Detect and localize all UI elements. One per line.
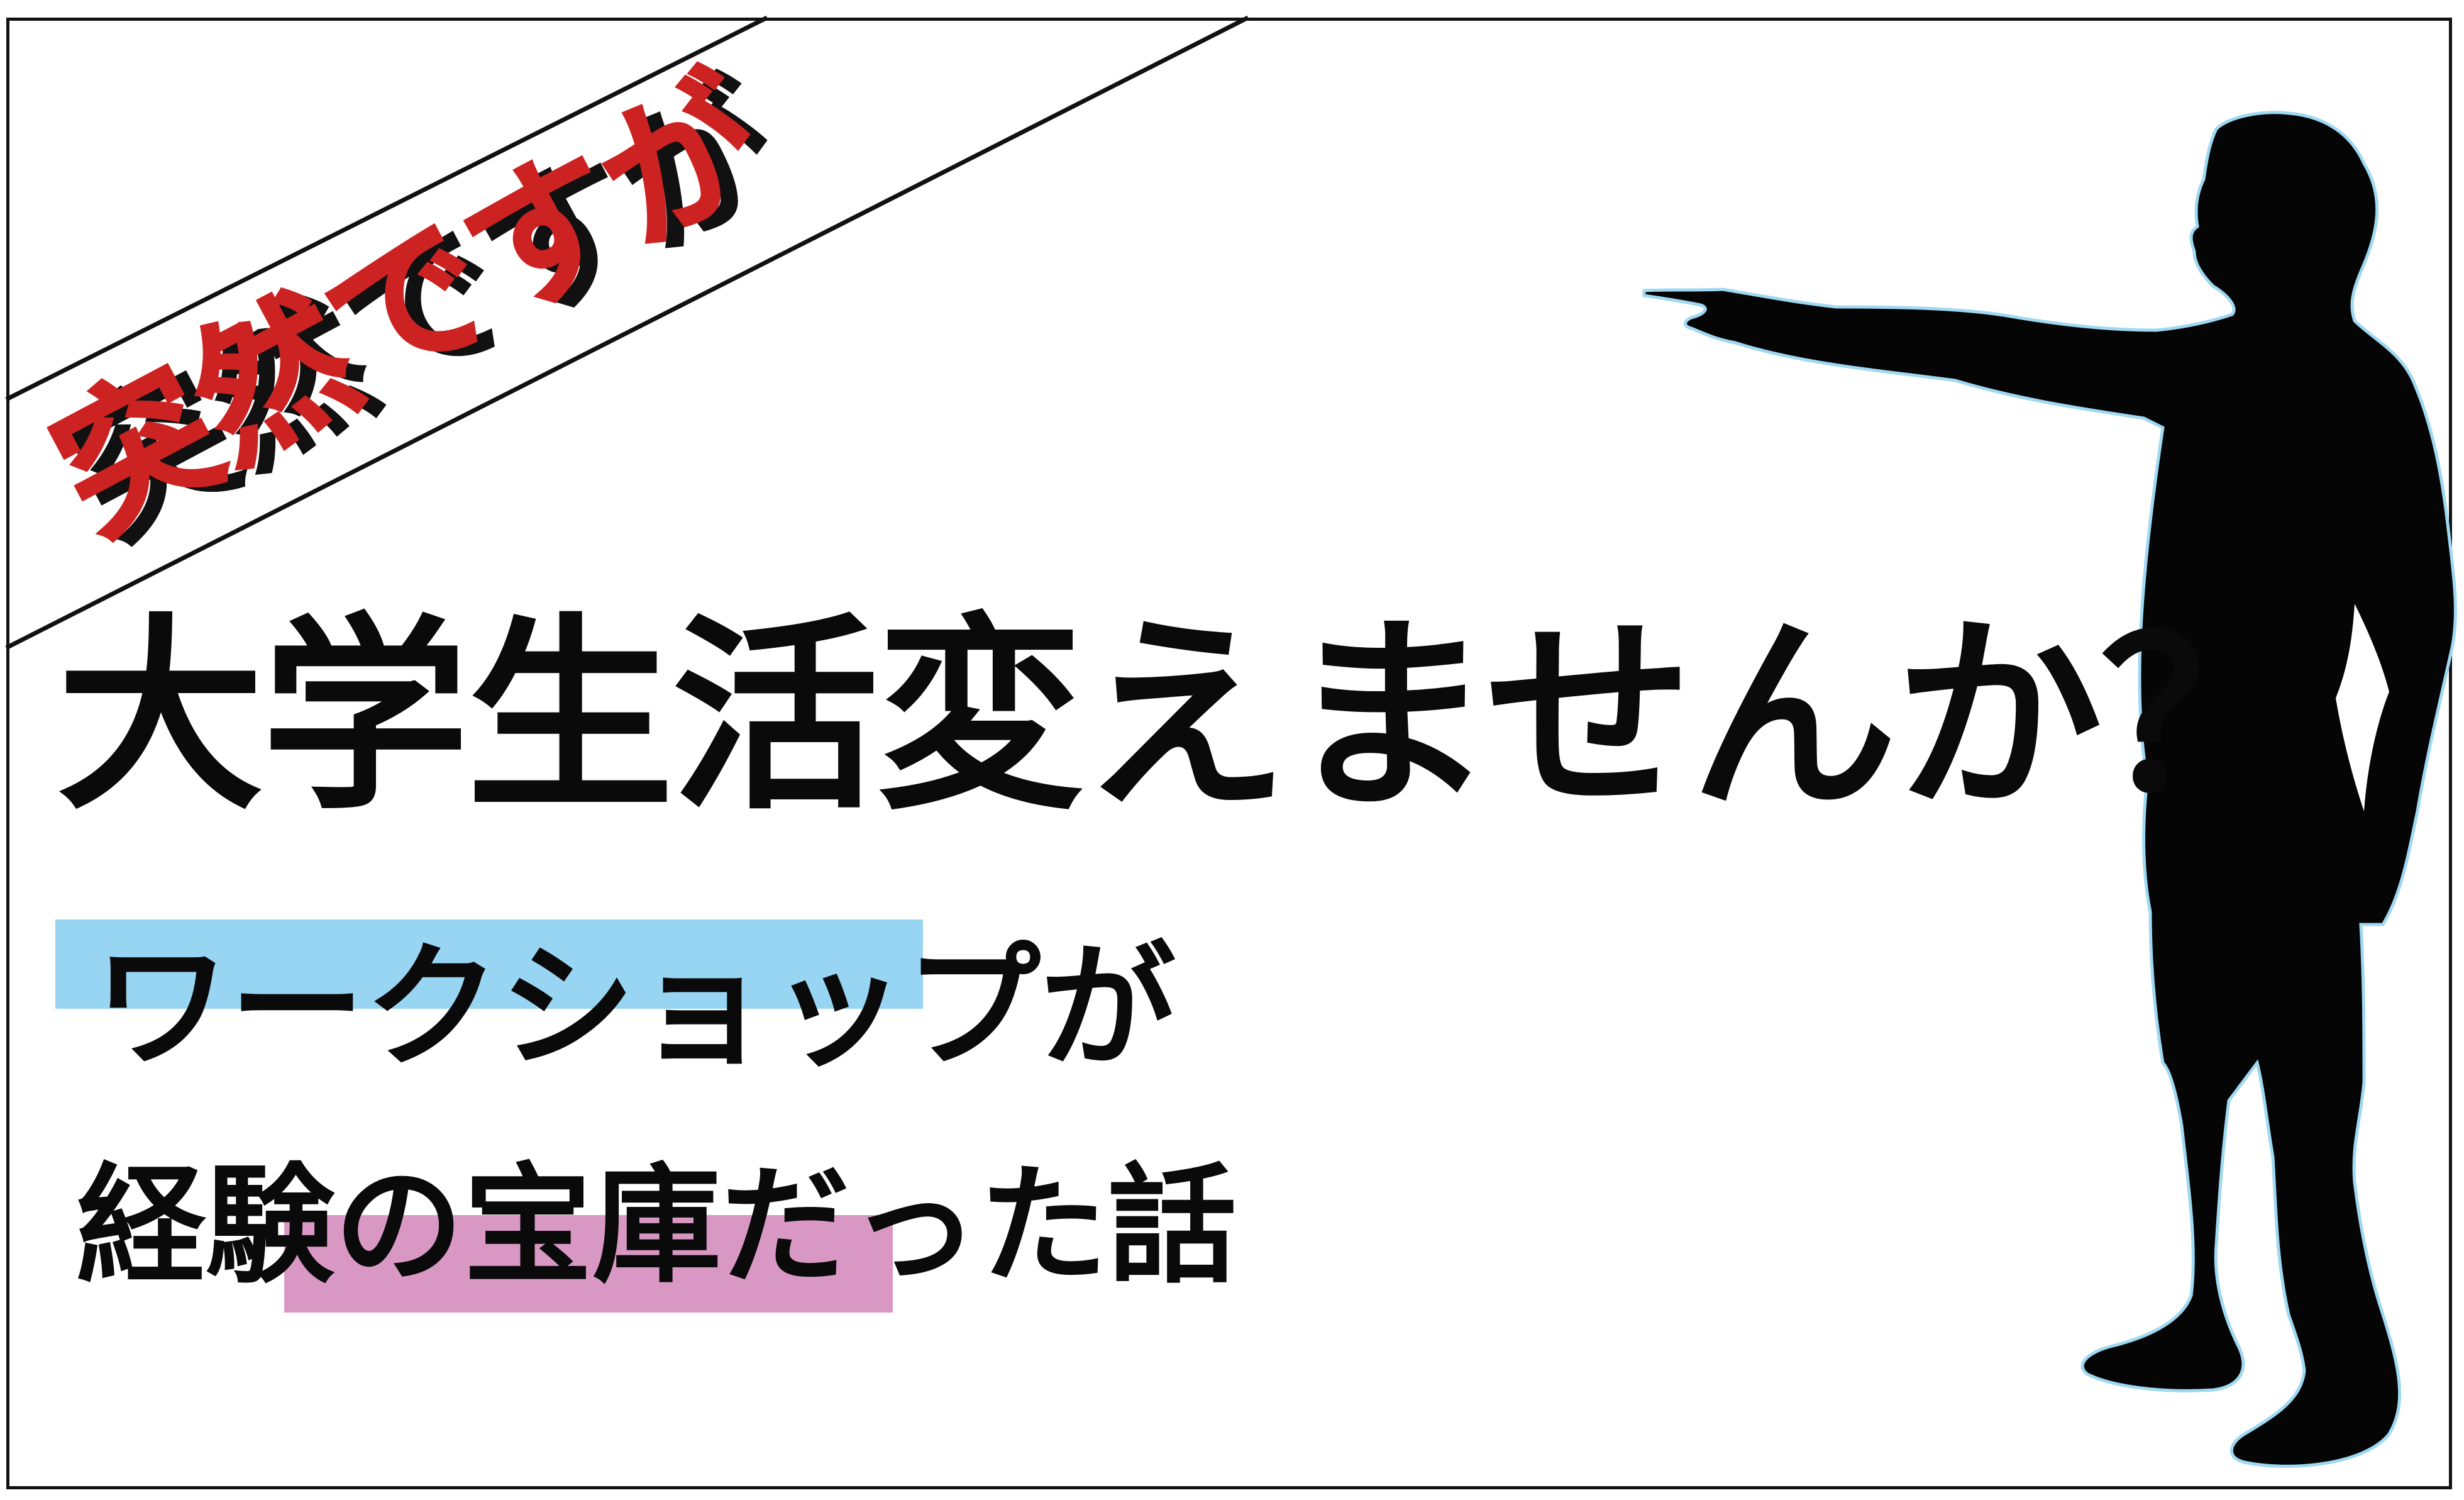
subline-workshop: ワークショップが (94, 928, 1176, 1086)
highlight-pink (284, 1215, 893, 1313)
headline: 大学生活変えませんか？ (57, 596, 2307, 838)
highlight-blue (55, 919, 923, 1009)
subline-treasure: 経験の宝庫だった話 (77, 1152, 1237, 1301)
